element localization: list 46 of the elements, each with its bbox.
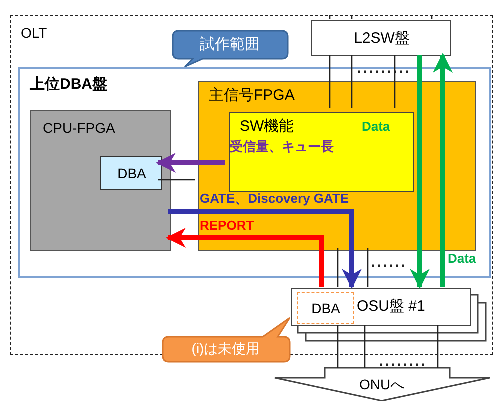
connector-line: [437, 325, 439, 368]
connector-line: [337, 325, 339, 368]
downward-arrow: [275, 368, 490, 401]
box-label: ONUへ: [359, 377, 405, 393]
connector-line: [351, 55, 353, 108]
function-box: [229, 112, 414, 192]
chip-box: [198, 81, 476, 251]
box-label: SW機能: [240, 119, 294, 136]
edge-label: 受信量、キュー長: [230, 140, 334, 154]
chip-box: [30, 110, 171, 251]
connector-line: [431, 15, 433, 19]
edge-label: GATE、Discovery GATE: [200, 192, 350, 206]
connector-line: [337, 248, 339, 287]
arrow: [410, 55, 430, 289]
olt-frame: [10, 15, 493, 355]
connector-line: [367, 248, 369, 287]
box-label: (i)は未使用: [192, 341, 260, 357]
box-label: CPU-FPGA: [43, 121, 116, 136]
board-box: [311, 20, 451, 56]
connector-line: [351, 15, 353, 19]
box-label: 試作範囲: [200, 36, 260, 54]
callout-bubble: [163, 318, 290, 362]
board-box: [18, 67, 491, 278]
arrow: [156, 153, 225, 173]
box-label: 主信号FPGA: [209, 88, 295, 104]
box-label: DBA: [312, 301, 340, 317]
connector-line: [158, 179, 195, 181]
box-label: L2SW盤: [354, 30, 410, 48]
connector-line: [329, 55, 331, 108]
board-box: [291, 288, 471, 326]
arrow: [433, 53, 453, 287]
edge-label: Data: [448, 252, 476, 266]
callout-bubble: [173, 31, 288, 67]
box-label: 上位DBA盤: [30, 77, 108, 94]
function-box: [297, 292, 354, 324]
arrow: [168, 210, 362, 289]
connector-line: [394, 55, 396, 108]
connector-line: [364, 325, 366, 368]
arrow: [166, 228, 324, 287]
function-box: [100, 156, 162, 190]
edge-label: Data: [362, 120, 390, 134]
box-label: OLT: [21, 26, 48, 42]
box-label: DBA: [118, 166, 146, 182]
edge-label: REPORT: [200, 219, 254, 234]
box-label: OSU盤 #1: [357, 299, 426, 316]
connector-line: [329, 15, 331, 19]
